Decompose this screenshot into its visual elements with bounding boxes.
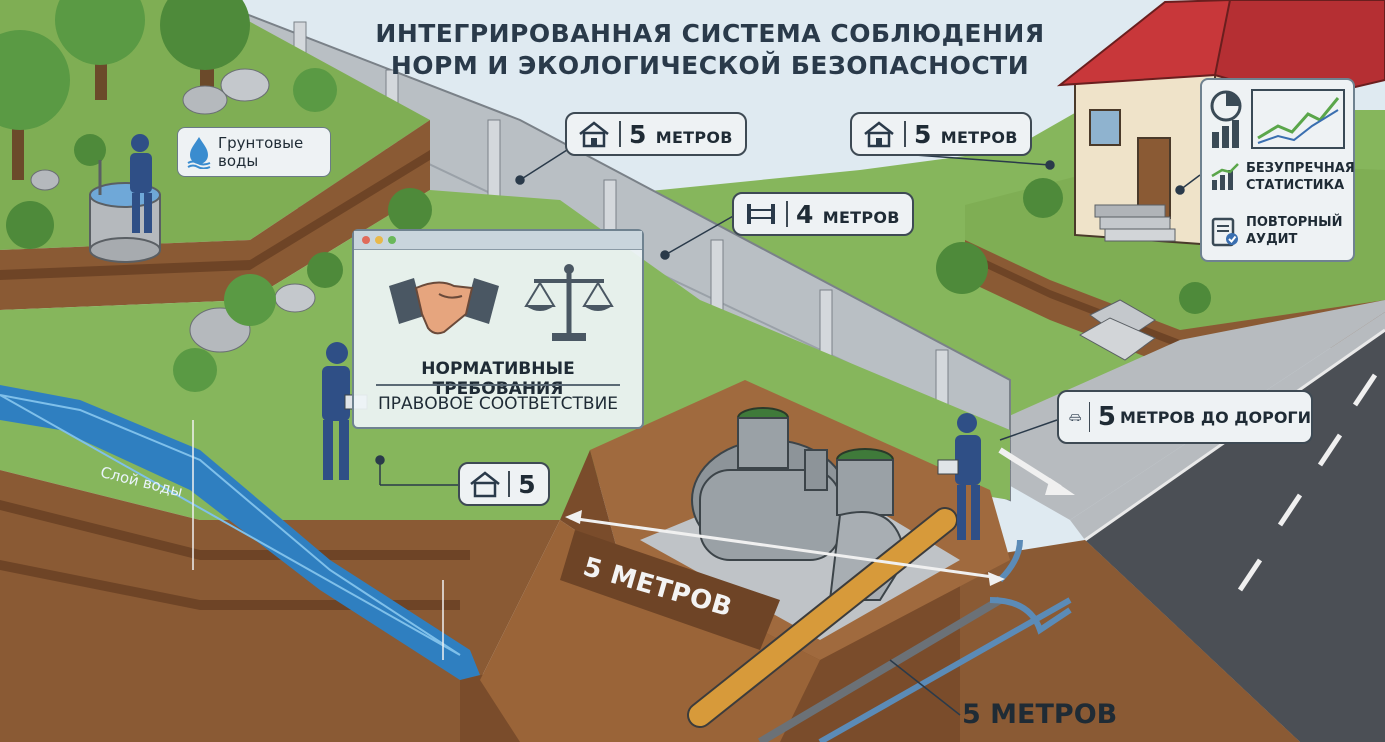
trees [0,0,250,180]
road-distance-number: 5 [1097,402,1116,432]
distance-badge-house-left: 5 МЕТРОВ [565,112,747,156]
pie-chart-icon [1210,90,1242,122]
growth-chart-icon [1211,163,1239,190]
badge-text: 5 МЕТРОВ [629,119,733,149]
stats-item-audit: ПОВТОРНЫЙ АУДИТ [1210,214,1343,248]
shrubs [6,68,432,392]
pipes [687,507,1072,742]
house-icon [468,469,502,499]
window-dot-icon [388,236,396,244]
bush [1023,178,1063,218]
checklist-icon [1211,217,1238,247]
bush [936,242,988,294]
leader-lines [192,149,1201,716]
title-line-2: НОРМ И ЭКОЛОГИЧЕСКОЙ БЕЗОПАСНОСТИ [390,51,1030,80]
water-ripple [0,394,461,656]
septic-tank [691,407,907,601]
stats-item-statistics: БЕЗУПРЕЧНАЯ СТАТИСТИКА [1210,160,1355,194]
badge-separator [619,121,621,147]
panel-subtitle: ПРАВОВОЕ СООТВЕТСТВИЕ [377,394,619,414]
worker-well [130,134,152,233]
badge-separator [1089,402,1090,432]
stats-item-line-1: БЕЗУПРЕЧНАЯ [1246,161,1355,176]
water-drop-icon [187,137,211,169]
title-line-1: ИНТЕГРИРОВАННАЯ СИСТЕМА СОБЛЮДЕНИЯ [375,19,1045,48]
fence-icon [742,199,780,229]
distance-badge-road: 5 МЕТРОВ ДО ДОРОГИ [1057,390,1313,444]
worker-trench [937,413,981,540]
rocks [30,68,316,353]
badge-text: 5 МЕТРОВ [914,119,1018,149]
scales-icon [524,264,614,341]
panel-title: НОРМАТИВНЫЕ ТРЕБОВАНИЯ [421,359,575,399]
badge-text: 4 МЕТРОВ [796,199,900,229]
window-dot-icon [375,236,383,244]
pipe-distance-label: 5 МЕТРОВ [962,699,1118,730]
groundwater-line-1: Грунтовые [218,134,304,152]
badge-separator [904,121,906,147]
distance-badge-house-right: 5 МЕТРОВ [850,112,1032,156]
dimension-arrows [565,447,1075,586]
panel-titlebar [354,231,642,250]
stats-item-line-1: ПОВТОРНЫЙ [1246,215,1343,230]
panel-divider [376,384,620,386]
stats-item-line-2: АУДИТ [1246,232,1298,247]
bush [1179,282,1211,314]
stats-item-line-2: СТАТИСТИКА [1246,178,1345,193]
badge-text: 5 [518,469,536,499]
distance-badge-fence: 4 МЕТРОВ [732,192,914,236]
stats-panel: БЕЗУПРЕЧНАЯ СТАТИСТИКА ПОВТОРНЫЙ АУДИТ [1200,78,1355,262]
road-distance-unit: МЕТРОВ ДО ДОРОГИ [1119,407,1311,427]
badge-separator [786,201,788,227]
line-chart-icon [1251,89,1345,149]
page-title: ИНТЕГРИРОВАННАЯ СИСТЕМА СОБЛЮДЕНИЯ НОРМ … [330,18,1090,82]
house-icon [575,119,613,149]
house-icon [860,119,898,149]
trench-distance-band [560,530,780,650]
regulatory-panel: НОРМАТИВНЫЕ ТРЕБОВАНИЯ ПРАВОВОЕ СООТВЕТС… [352,229,644,429]
bar-chart-icon [1212,120,1239,148]
water-layer [0,385,480,680]
handshake-icon [389,278,499,335]
badge-separator [508,471,511,497]
distance-badge-lawn: 5 [458,462,550,506]
car-icon [1069,414,1081,422]
charts-icon [1210,89,1345,149]
window-dot-icon [362,236,370,244]
groundwater-label: Грунтовые воды [177,127,331,177]
groundwater-line-2: воды [218,152,259,170]
